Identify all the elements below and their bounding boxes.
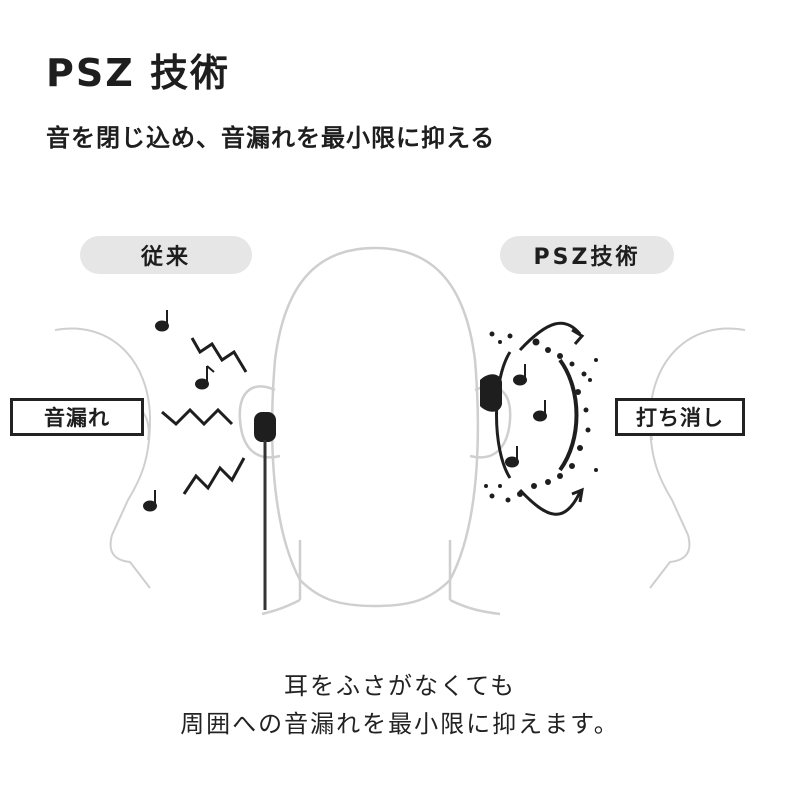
conventional-tab: 従来 [80,236,252,274]
right-listener-head [648,327,746,589]
sound-leak-label: 音漏れ [10,398,144,436]
cancel-dots [484,331,598,503]
page-title: PSZ 技術 [46,51,231,95]
left-listener-head [54,327,152,589]
caption-line-1: 耳をふさがなくても [283,672,517,700]
music-note-icon [143,310,215,512]
user-head [238,246,512,616]
cancellation-label: 打ち消し [615,398,745,436]
earphone-icon [254,412,276,610]
music-note-icon [505,364,547,468]
cancel-arc-icon [518,321,585,516]
page-subtitle: 音を閉じ込め、音漏れを最小限に抑える [46,124,496,152]
cancel-arc-outline [495,351,512,479]
psz-tab: PSZ技術 [500,236,674,274]
sound-wave-icon [161,337,248,495]
caption-line-2: 周囲への音漏れを最小限に抑えます。 [180,710,620,738]
